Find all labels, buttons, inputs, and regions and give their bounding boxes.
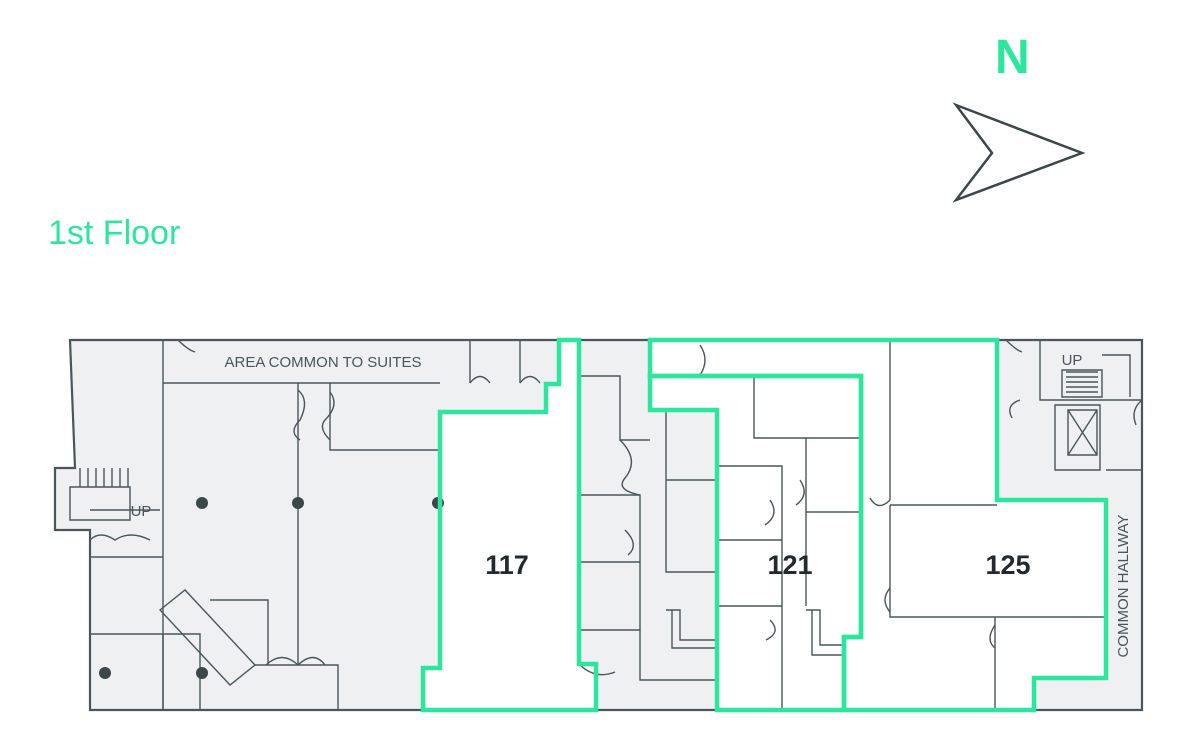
north-arrow-icon (952, 102, 1086, 203)
north-letter: N (995, 31, 1030, 84)
interior-walls (69, 339, 1143, 710)
suite-117-fill (423, 340, 596, 710)
common-area-label: AREA COMMON TO SUITES (225, 354, 422, 371)
suite-117-outline[interactable] (420, 337, 599, 713)
stair-left-up-label: UP (131, 503, 152, 520)
suite-121-label[interactable]: 121 (767, 550, 812, 580)
suite-125-label[interactable]: 125 (985, 550, 1030, 580)
stair-right-up-label: UP (1062, 352, 1083, 369)
suite-121-fill (650, 376, 861, 710)
suite-125-outline[interactable] (647, 337, 1109, 713)
suite-117-label[interactable]: 117 (485, 550, 529, 580)
common-hallway-label: COMMON HALLWAY (1115, 514, 1132, 657)
floor-title: 1st Floor (48, 214, 181, 252)
